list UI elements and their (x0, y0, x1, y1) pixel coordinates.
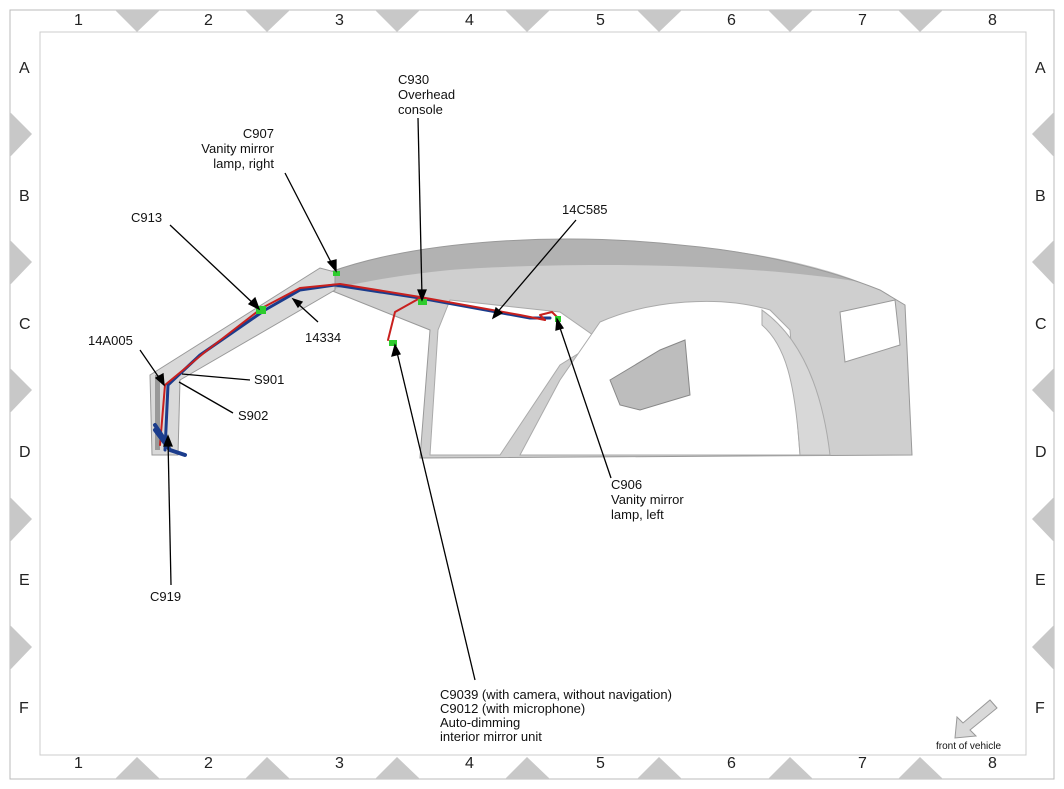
row-label-f-right: F (1035, 700, 1045, 717)
wiring-harness (153, 283, 559, 457)
callout-mirror: C9039 (with camera, without navigation) … (440, 688, 672, 744)
col-label-6-bottom: 6 (727, 755, 736, 772)
col-label-3: 3 (335, 12, 344, 29)
connector-c906 (555, 316, 561, 322)
callout-c913: C913 (131, 210, 163, 225)
row-label-f: F (19, 700, 29, 717)
row-label-e: E (19, 572, 30, 589)
right-grid-markers (1032, 112, 1054, 670)
connector-c930 (418, 299, 427, 305)
connector-c913 (256, 306, 266, 314)
c906-desc-1: Vanity mirror (611, 492, 684, 507)
c906-desc-2: lamp, left (611, 507, 664, 522)
c930-desc-1: Overhead (398, 87, 456, 102)
row-label-e-right: E (1035, 572, 1046, 589)
mirror-line-4: interior mirror unit (440, 729, 542, 744)
col-label-7: 7 (858, 12, 867, 29)
mirror-line-2: C9012 (with microphone) (440, 701, 586, 716)
callout-c919: C919 (150, 589, 182, 604)
col-label-5: 5 (596, 12, 605, 29)
callout-s901: S901 (254, 372, 285, 387)
callout-14a005: 14A005 (88, 333, 133, 348)
top-grid-markers (115, 10, 943, 32)
inner-frame (39, 31, 1027, 756)
col-label-3-bottom: 3 (335, 755, 344, 772)
mirror-line-3: Auto-dimming (440, 715, 521, 730)
col-label-4: 4 (465, 12, 474, 29)
leader-lines (139, 117, 612, 681)
front-of-vehicle-label: front of vehicle (936, 741, 1002, 752)
col-label-6: 6 (727, 12, 736, 29)
col-label-2: 2 (204, 12, 213, 29)
c906-id: C906 (611, 477, 643, 492)
col-label-5-bottom: 5 (596, 755, 605, 772)
row-label-a: A (19, 60, 30, 77)
row-label-c: C (19, 316, 31, 333)
row-label-c-right: C (1035, 316, 1047, 333)
left-grid-markers (10, 112, 32, 670)
col-label-2-bottom: 2 (204, 755, 213, 772)
c907-desc-1: Vanity mirror (201, 141, 274, 156)
callout-14334: 14334 (305, 330, 342, 345)
callout-14c585: 14C585 (562, 202, 608, 217)
c930-desc-2: console (398, 102, 443, 117)
front-arrow-icon (954, 699, 998, 739)
row-label-a-right: A (1035, 60, 1046, 77)
c907-desc-2: lamp, right (213, 156, 274, 171)
callout-c907: C907 Vanity mirror lamp, right (178, 126, 274, 171)
col-label-8: 8 (988, 12, 997, 29)
bottom-grid-markers (115, 757, 943, 779)
row-label-b: B (19, 188, 30, 205)
col-label-7-bottom: 7 (858, 755, 867, 772)
connectors (256, 271, 561, 346)
col-label-1: 1 (74, 12, 83, 29)
mirror-line-1: C9039 (with camera, without navigation) (440, 687, 672, 702)
callout-s902: S902 (238, 408, 269, 423)
col-label-4-bottom: 4 (465, 755, 474, 772)
callout-c906: C906 Vanity mirror lamp, left (611, 477, 684, 522)
row-label-d: D (19, 444, 31, 461)
row-label-d-right: D (1035, 444, 1047, 461)
col-label-8-bottom: 8 (988, 755, 997, 772)
row-label-b-right: B (1035, 188, 1046, 205)
callout-c930: C930 Overhead console (398, 72, 455, 117)
connector-c907 (333, 271, 340, 276)
connector-c9039 (389, 340, 397, 346)
c930-id: C930 (398, 72, 430, 87)
vehicle-body (149, 238, 913, 459)
col-label-1-bottom: 1 (74, 755, 83, 772)
c907-id: C907 (242, 126, 274, 141)
